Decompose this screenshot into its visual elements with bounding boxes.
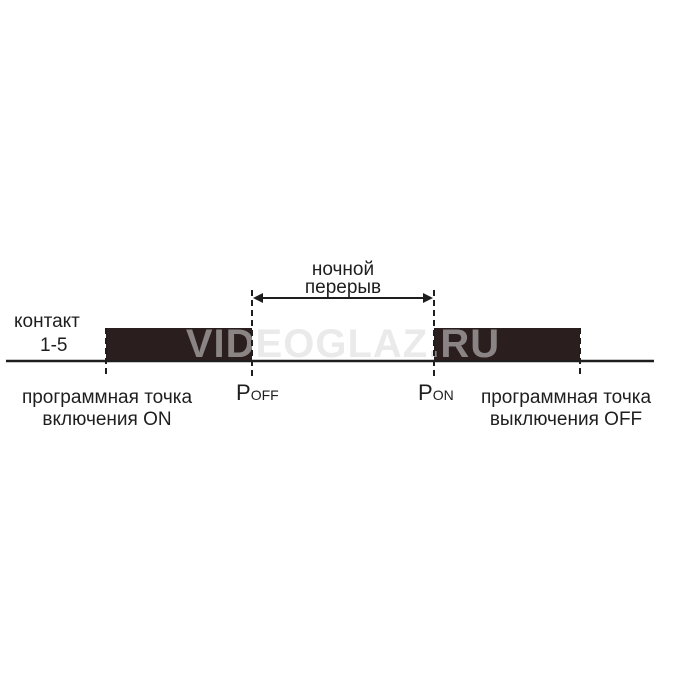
p-off-label: POFF — [236, 380, 279, 405]
p-on-sub: ON — [433, 387, 454, 403]
p-off-sub: OFF — [251, 387, 279, 403]
p-off-main: P — [236, 380, 251, 405]
p-on-label: PON — [418, 380, 454, 405]
watermark: VIDEOGLAZ.RU — [186, 322, 500, 366]
break-label-line2: перерыв — [305, 277, 381, 298]
contact-label-line2: 1-5 — [40, 335, 67, 356]
right-point-label-line1: программная точка — [481, 387, 652, 408]
left-point-label-line2: включения ON — [42, 409, 171, 430]
break-arrow-right-head — [423, 293, 433, 303]
break-arrow-left-head — [253, 293, 263, 303]
break-label-line1: ночной — [312, 259, 374, 280]
right-point-label-line2: выключения OFF — [490, 409, 642, 430]
contact-label-line1: контакт — [14, 311, 80, 332]
pulse-on-right — [434, 328, 580, 360]
p-on-main: P — [418, 380, 433, 405]
left-point-label-line1: программная точка — [22, 387, 193, 408]
pulse-on-left — [106, 328, 252, 360]
